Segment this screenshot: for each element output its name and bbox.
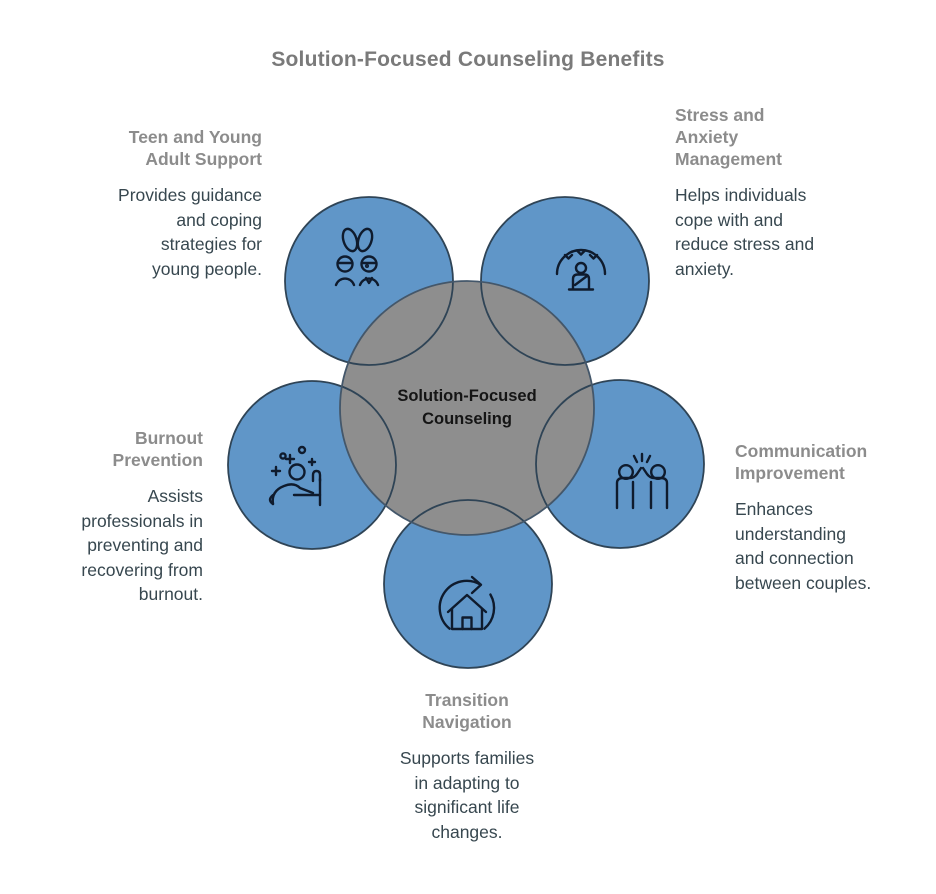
text-line: in adapting to xyxy=(414,772,520,793)
text-line: Prevention xyxy=(112,450,203,470)
circle-center xyxy=(340,281,594,535)
benefit-description: Helps individuals cope with and reduce s… xyxy=(675,183,900,281)
text-line: preventing and xyxy=(87,535,203,555)
text-line: young people. xyxy=(152,258,262,279)
text-line: Anxiety xyxy=(675,127,739,147)
text-line: Burnout xyxy=(134,428,203,448)
benefit-description: Provides guidance and coping strategies … xyxy=(0,183,262,281)
text-line: reduce stress and xyxy=(675,234,815,254)
text-line: anxiety. xyxy=(675,258,735,279)
benefit-heading: Communication Improvement xyxy=(735,440,933,484)
benefit-communication-improvement: Communication Improvement Enhances under… xyxy=(735,440,933,595)
text-line: between couples. xyxy=(735,572,872,593)
benefit-heading: Teen and Young Adult Support xyxy=(0,126,262,170)
text-line: strategies for xyxy=(160,234,262,254)
circle-transition xyxy=(384,500,552,668)
benefit-transition-navigation: Transition Navigation Supports families … xyxy=(337,689,597,844)
text-line: Solution-Focused xyxy=(397,387,537,405)
text-line: Assists xyxy=(147,486,203,506)
text-line: Navigation xyxy=(422,712,512,732)
high-five-icon xyxy=(615,452,669,510)
text-line: understanding xyxy=(735,523,846,544)
text-line: and connection xyxy=(735,548,854,568)
center-circle-label: Solution-Focused Counseling xyxy=(352,385,582,431)
text-line: Enhances xyxy=(735,499,813,519)
benefit-description: Assists professionals in preventing and … xyxy=(0,484,203,607)
text-line: Stress and xyxy=(675,105,765,125)
circle-communication-outline xyxy=(535,379,705,549)
text-line: Provides guidance xyxy=(118,185,262,205)
text-line: Management xyxy=(675,149,782,169)
benefit-description: Supports families in adapting to signifi… xyxy=(337,746,597,844)
text-line: Teen and Young xyxy=(128,127,262,147)
benefit-description: Enhances understanding and connection be… xyxy=(735,497,933,595)
text-line: Improvement xyxy=(735,463,845,483)
benefit-heading: Burnout Prevention xyxy=(0,427,203,471)
text-line: cope with and xyxy=(675,209,783,230)
circle-transition-outline xyxy=(383,499,553,669)
house-refresh-arrow-icon xyxy=(438,575,496,631)
text-line: Supports families xyxy=(399,748,535,768)
benefit-heading: Stress and Anxiety Management xyxy=(675,104,900,170)
slumped-person-sparkles-icon xyxy=(268,445,322,507)
benefit-heading: Transition Navigation xyxy=(337,689,597,733)
circle-center-outline xyxy=(339,280,595,536)
circle-burnout-prevention-outline xyxy=(227,380,397,550)
text-line: and coping xyxy=(176,209,262,230)
text-line: professionals in xyxy=(81,510,203,531)
text-line: Adult Support xyxy=(145,149,262,169)
text-line: recovering from xyxy=(81,559,203,580)
text-line: significant life xyxy=(414,797,520,817)
text-line: Transition xyxy=(425,690,509,710)
benefit-teen-and-young-adult-support: Teen and Young Adult Support Provides gu… xyxy=(0,126,262,281)
benefit-burnout-prevention: Burnout Prevention Assists professionals… xyxy=(0,427,203,607)
text-line: burnout. xyxy=(138,584,203,604)
text-line: changes. xyxy=(431,821,503,842)
two-people-icon xyxy=(334,227,380,287)
meditating-person-icon xyxy=(555,248,607,291)
text-line: Helps individuals xyxy=(675,185,807,205)
text-line: Communication xyxy=(735,441,868,461)
benefit-stress-and-anxiety-management: Stress and Anxiety Management Helps indi… xyxy=(675,104,900,281)
text-line: Counseling xyxy=(422,410,512,428)
page-title: Solution-Focused Counseling Benefits xyxy=(271,48,665,71)
